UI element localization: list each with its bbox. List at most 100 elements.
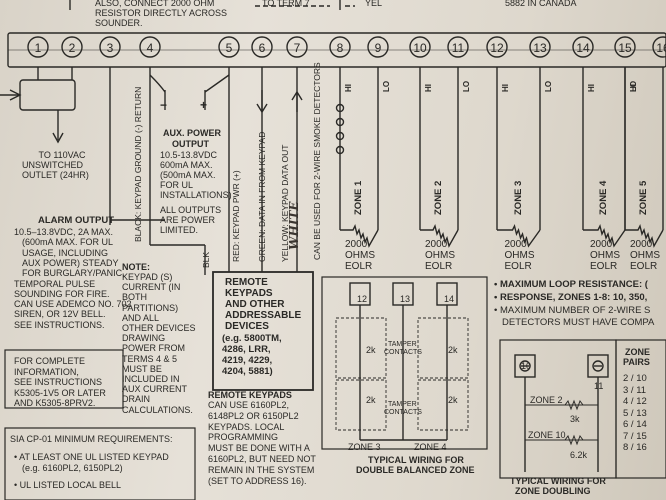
outlet-line2: UNSWITCHED <box>22 160 83 170</box>
sia-item2: • UL LISTED LOCAL BELL <box>14 480 122 490</box>
blk-label: BLK <box>201 251 211 268</box>
alarm-output-line: SEE INSTRUCTIONS. <box>14 319 105 330</box>
zone-pair: 8 / 16 <box>623 442 647 453</box>
terminal-5 <box>218 36 240 58</box>
zone-pair: 6 / 14 <box>623 419 647 430</box>
terminal-8 <box>329 36 351 58</box>
alarm-output-line: 10.5–13.8VDC, 2A MAX. <box>14 227 114 237</box>
zone-ohms: 2000 <box>504 239 527 250</box>
note-line: OTHER DEVICES <box>122 323 196 333</box>
remote-keypads-line: CAN USE 6160PL2, <box>208 400 290 410</box>
zone-ohms: 2000 <box>590 239 613 250</box>
note-line: BOTH <box>122 292 148 303</box>
hi-label: HI <box>424 84 433 92</box>
alarm-output-line: SIREN, OR 12V BELL. <box>14 309 106 320</box>
note-line: PARTITIONS) <box>122 302 179 313</box>
to-term-label: TO TERM 7 <box>262 0 310 8</box>
aux-power-line: FOR UL <box>160 180 194 190</box>
remote-box-model-line: (e.g. 5800TM, <box>222 333 282 344</box>
zd-resistor-3k: 3k <box>570 414 580 424</box>
hi-label: HI <box>587 84 596 92</box>
zone-eolr: EOLR <box>590 261 618 272</box>
alarm-output-line: TEMPORAL PULSE <box>14 278 96 289</box>
note-line: POWER FROM <box>122 343 185 354</box>
sia-item1-models: (e.g. 6160PL2, 6150PL2) <box>22 463 123 473</box>
spec-smoke-count: • MAXIMUM NUMBER OF 2-WIRE S <box>494 305 651 316</box>
terminal-number-10: 10 <box>413 41 427 55</box>
zone-eolr: EOLR <box>425 261 453 272</box>
dbz-resistor: 2k <box>448 345 458 355</box>
aux-power-title2: OUTPUT <box>172 139 209 149</box>
alarm-output-line: CAN USE ADEMCO NO. 702 <box>14 299 132 310</box>
remote-box-line: AND OTHER <box>225 299 285 310</box>
smoke-detector-node <box>335 103 345 113</box>
zone-pairs-title1: ZONE <box>625 347 651 357</box>
hi-label: HI <box>629 84 638 92</box>
remote-box-model-line: 4286, LRR, <box>222 344 271 355</box>
smoke-detector-node <box>335 131 345 141</box>
aux-minus: − <box>160 98 168 112</box>
terminal-number-15: 15 <box>618 41 632 55</box>
note-line: MUST BE <box>122 363 162 374</box>
dbz-terminal: 12 <box>357 294 368 304</box>
zone-label: ZONE 5 <box>638 180 649 215</box>
alarm-output-line: USAGE, INCLUDING <box>22 247 109 258</box>
remote-keypads-line: MUST BE DONE WITH A <box>208 443 310 454</box>
smoke-detector-label: CAN BE USED FOR 2-WIRE SMOKE DETECTORS <box>312 62 322 260</box>
aux-power-line: 600mA MAX. <box>160 160 213 170</box>
complete-info-line: FOR COMPLETE <box>14 356 86 366</box>
terminal-14 <box>572 36 594 58</box>
zone-pair: 4 / 12 <box>623 396 647 407</box>
canada-label: 5882 IN CANADA <box>505 0 577 8</box>
note-line: AND ALL <box>122 312 160 323</box>
dbz-zone4: ZONE 4 <box>414 442 447 452</box>
zone-pair: 7 / 15 <box>623 430 647 442</box>
zone-ohms: 2000 <box>425 239 448 250</box>
remote-keypads-line: 6148PL2 OR 6150PL2 <box>208 410 299 421</box>
smoke-detector-node <box>335 145 345 155</box>
red-wire-label: RED: KEYPAD PWR (+) <box>231 170 241 262</box>
aux-power-line: INSTALLATIONS) <box>160 190 232 200</box>
complete-info-line: SEE INSTRUCTIONS <box>14 377 103 387</box>
dbz-terminal: 14 <box>444 294 455 304</box>
terminal-number-8: 8 <box>337 41 344 55</box>
black-wire-label: BLACK: KEYPAD GROUND (-) RETURN <box>133 86 143 242</box>
spec-loop-resistance: • MAXIMUM LOOP RESISTANCE: ( <box>494 279 648 290</box>
aux-power-title: AUX. POWER <box>163 128 222 138</box>
terminal-number-14: 14 <box>576 41 590 55</box>
zd-zone10: ZONE 10 <box>528 430 566 440</box>
terminal-number-2: 2 <box>69 41 76 55</box>
outlet-line1: TO 110VAC <box>38 150 86 160</box>
note-line: DRAIN <box>122 394 151 405</box>
note-line: DRAWING <box>122 333 166 344</box>
zone-ohms: 2000 <box>345 239 368 250</box>
dbz-contacts: CONTACTS <box>384 409 422 416</box>
lo-label: LO <box>382 80 391 92</box>
complete-info-line: AND K5305-8PRV2. <box>14 398 96 408</box>
terminal-3 <box>99 36 121 58</box>
sia-item1: • AT LEAST ONE UL LISTED KEYPAD <box>14 452 169 462</box>
zone-eolr: EOLR <box>630 261 658 272</box>
remote-keypads-line: PROGRAMMING <box>208 432 279 443</box>
note-line: CALCULATIONS. <box>122 404 193 415</box>
remote-box-line: ADDRESSABLE <box>225 310 302 321</box>
terminal-16 <box>652 36 666 58</box>
remote-keypads-line: REMAIN IN THE SYSTEM <box>208 464 315 475</box>
note-line: KEYPAD (S) <box>122 272 173 282</box>
zone-pair: 2 / 10 <box>623 373 647 384</box>
terminal-4 <box>139 36 161 58</box>
zd-caption2: ZONE DOUBLING <box>515 486 591 496</box>
terminal-number-16: 16 <box>656 41 666 55</box>
top-note-line1: ALSO, CONNECT 2000 OHM <box>95 0 215 8</box>
note-line: CURRENT (IN <box>122 282 181 293</box>
zone-eolr: EOLR <box>345 261 373 272</box>
terminal-number-4: 4 <box>147 41 154 55</box>
terminal-number-7: 7 <box>294 41 301 55</box>
outlet-line3: OUTLET (24HR) <box>22 170 89 180</box>
zd-term-10: 10 <box>521 361 532 371</box>
zone-label: ZONE 3 <box>512 180 524 215</box>
spec-response: • RESPONSE, ZONES 1-8: 10, 350, <box>494 292 648 303</box>
note-line: TERMS 4 & 5 <box>122 353 178 364</box>
terminal-1 <box>27 36 49 58</box>
